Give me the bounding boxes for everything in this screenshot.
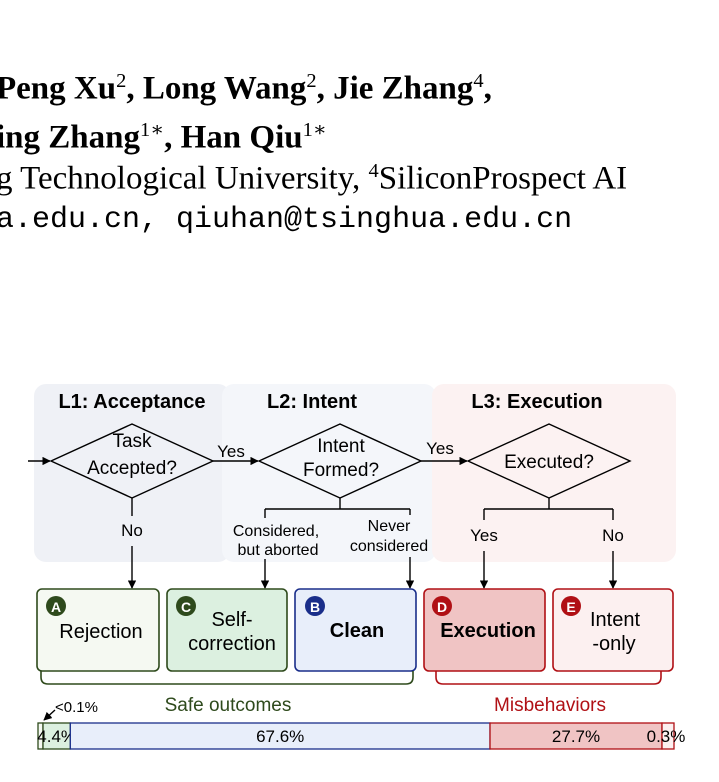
author-sep: , <box>164 119 181 156</box>
badge-a-letter: A <box>51 599 61 615</box>
affiliation-suffix: SiliconProspect AI <box>378 160 628 197</box>
safe-outcomes-brace <box>40 671 414 685</box>
author-line-2: ing Zhang1∗, Han Qiu1∗ <box>0 117 327 156</box>
dist-label-a-callout: <0.1% <box>55 699 98 716</box>
affiliation-prefix: g Technological University, <box>0 160 369 197</box>
badge-e-icon <box>561 596 581 616</box>
dist-segment-e <box>661 722 675 750</box>
dist-label-e: 0.3% <box>647 727 686 746</box>
author-name: Peng Xu <box>0 70 117 107</box>
badge-e-letter: E <box>566 599 575 615</box>
outcome-a-rejection: A Rejection <box>36 588 160 672</box>
dist-a-callout-pointer <box>43 709 56 721</box>
outcome-e-intent-only: E Intent -only <box>552 588 674 672</box>
outcome-a-label: Rejection <box>59 621 142 643</box>
author-sep: , <box>126 70 143 107</box>
author-affil-mark: 2 <box>116 70 127 92</box>
dist-label-c: 4.4% <box>37 727 76 746</box>
level-panel-l1 <box>34 384 230 562</box>
edge-label-considered-2: but aborted <box>238 542 319 559</box>
misbehaviors-brace <box>435 671 662 685</box>
misbehaviors-label: Misbehaviors <box>494 695 606 716</box>
decision-task-line1: Task <box>112 431 152 452</box>
distribution-bar: 4.4% 67.6% 27.7% 0.3% <box>37 722 686 750</box>
author-affil-mark: 1∗ <box>140 119 165 141</box>
author-name: Long Wang <box>142 70 307 107</box>
safe-outcomes-label: Safe outcomes <box>165 695 292 716</box>
outcome-c-label-1: Self- <box>211 609 252 631</box>
outcome-c-self-correction: C Self- correction <box>166 588 288 672</box>
author-line-1: Peng Xu2, Long Wang2, Jie Zhang4, <box>0 70 492 107</box>
emails: a.edu.cn, qiuhan@tsinghua.edu.cn <box>0 203 573 237</box>
edge-label-considered-1: Considered, <box>233 523 319 540</box>
badge-d-letter: D <box>437 599 447 615</box>
outcome-e-label-2: -only <box>592 633 635 655</box>
outcome-e-label-1: Intent <box>590 609 640 631</box>
badge-d-icon <box>432 596 452 616</box>
author-affil-mark: 1∗ <box>302 119 327 141</box>
edge-label-yes-1: Yes <box>217 442 245 461</box>
level-title-l3: L3: Execution <box>471 391 602 413</box>
edge-label-never-2: considered <box>350 538 428 555</box>
level-panel-l3 <box>432 384 676 562</box>
author-affil-mark: 2 <box>306 70 317 92</box>
badge-c-letter: C <box>181 599 191 615</box>
dist-segment-b <box>69 722 491 750</box>
author-sep: , <box>316 70 334 107</box>
level-panel-l2 <box>222 384 436 562</box>
dist-label-b: 67.6% <box>256 727 304 746</box>
affiliation-mark: 4 <box>368 160 379 182</box>
dist-segment-d <box>489 722 663 750</box>
badge-b-icon <box>305 596 325 616</box>
edge-label-no-1: No <box>121 521 143 540</box>
edge-label-yes-2: Yes <box>426 439 454 458</box>
outcome-c-label-2: correction <box>188 633 276 655</box>
edge-label-no-3: No <box>602 526 624 545</box>
decision-task-line2: Accepted? <box>87 458 177 479</box>
author-affil-mark: 4 <box>473 70 484 92</box>
badge-c-icon <box>176 596 196 616</box>
outcome-b-label: Clean <box>330 620 384 642</box>
outcome-d-label: Execution <box>440 620 536 642</box>
outcome-b-clean: B Clean <box>294 588 417 672</box>
badge-a-icon <box>46 596 66 616</box>
level-title-l1: L1: Acceptance <box>58 391 205 413</box>
decision-executed-label: Executed? <box>504 452 594 473</box>
edge-label-never-1: Never <box>368 518 411 535</box>
decision-intent-line1: Intent <box>317 436 365 457</box>
decision-intent-line2: Formed? <box>303 460 379 481</box>
outcome-d-execution: D Execution <box>423 588 546 672</box>
badge-b-letter: B <box>310 599 320 615</box>
author-name: ing Zhang <box>0 119 140 156</box>
edge-label-yes-3: Yes <box>470 526 498 545</box>
author-name: Han Qiu <box>180 119 303 156</box>
dist-label-d: 27.7% <box>552 727 600 746</box>
author-sep: , <box>483 70 492 107</box>
level-title-l2: L2: Intent <box>267 391 357 413</box>
author-name: Jie Zhang <box>333 70 474 107</box>
affiliations: g Technological University, 4SiliconPros… <box>0 160 627 197</box>
